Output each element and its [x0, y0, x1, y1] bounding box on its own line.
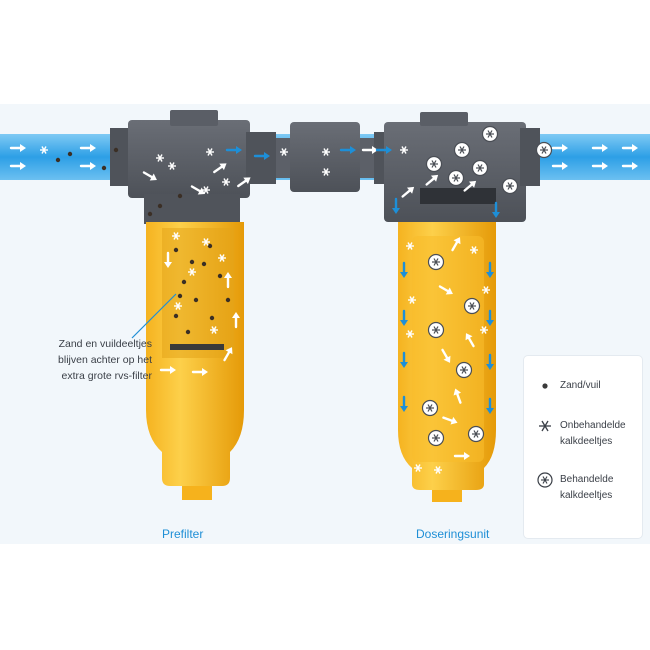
dirt-dot-icon [189, 259, 195, 265]
callout-line: blijven achter op het [58, 354, 152, 366]
circled-snowflake-icon [455, 361, 473, 379]
legend-label: Onbehandelde [560, 420, 626, 431]
dosing-head [374, 112, 540, 222]
prefilter-head [110, 110, 276, 224]
snowflake-icon [539, 420, 551, 432]
callout-line: extra grote rvs-filter [61, 370, 152, 382]
legend-label: kalkdeeltjes [560, 436, 613, 447]
dirt-dot-icon [201, 261, 207, 267]
dirt-dot-icon [173, 313, 179, 319]
circled-snowflake-icon [471, 159, 489, 177]
dirt-dot-icon [55, 157, 61, 163]
circled-snowflake-icon [481, 125, 499, 143]
dirt-dot-icon [209, 315, 215, 321]
dirt-dot-icon [157, 203, 163, 209]
dirt-dot-icon [113, 147, 119, 153]
legend-item-dirt: Zand/vuil [536, 378, 601, 396]
circled-snowflake-icon [501, 177, 519, 195]
circled-snowflake-icon [421, 399, 439, 417]
dirt-dot-icon [67, 151, 73, 157]
circled-snowflake-icon [447, 169, 465, 187]
circled-snowflake-icon [427, 253, 445, 271]
callout-text: Zand en vuildeeltjes blijven achter op h… [24, 336, 152, 384]
legend-item-untreated: Onbehandelde kalkdeeltjes [536, 418, 626, 450]
callout-line: Zand en vuildeeltjes [58, 338, 152, 350]
circled-snowflake-icon [467, 425, 485, 443]
particle-marks [9, 125, 640, 475]
dirt-dot-icon [177, 193, 183, 199]
dirt-dot-icon [181, 279, 187, 285]
circled-snowflake-icon [537, 472, 553, 488]
legend-label: Zand/vuil [560, 380, 601, 391]
legend: Zand/vuil Onbehandelde kalkdeeltjes Beha… [524, 356, 642, 538]
circled-snowflake-icon [427, 321, 445, 339]
callout-pointer [131, 293, 177, 339]
prefilter-bowl [146, 222, 244, 500]
dirt-dot-icon [101, 165, 107, 171]
dosing-bowl [398, 222, 496, 502]
legend-item-treated: Behandelde kalkdeeltjes [536, 472, 613, 504]
pipe-coupling [276, 122, 374, 192]
circled-snowflake-icon [463, 297, 481, 315]
circled-snowflake-icon [535, 141, 553, 159]
legend-label: kalkdeeltjes [560, 490, 613, 501]
dirt-dot-icon [177, 293, 183, 299]
circled-snowflake-icon [453, 141, 471, 159]
dirt-dot-icon [207, 243, 213, 249]
dirt-dot-icon [193, 297, 199, 303]
prefilter-caption: Prefilter [162, 527, 204, 541]
dirt-dot-icon [147, 211, 153, 217]
dirt-dot-icon [185, 329, 191, 335]
dirt-dot-icon [542, 383, 548, 389]
dirt-dot-icon [225, 297, 231, 303]
dosing-caption: Doseringsunit [416, 527, 490, 541]
dirt-dot-icon [173, 247, 179, 253]
circled-snowflake-icon [427, 429, 445, 447]
dirt-dot-icon [217, 273, 223, 279]
circled-snowflake-icon [425, 155, 443, 173]
legend-label: Behandelde [560, 474, 614, 485]
